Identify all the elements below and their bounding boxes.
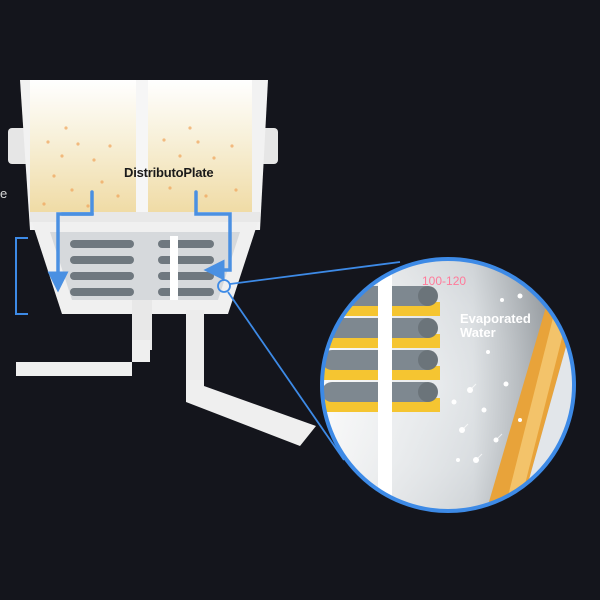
temperature-label: 100-120 <box>422 274 467 288</box>
side-bracket <box>15 237 28 315</box>
container-housing <box>8 80 278 230</box>
callout-lines <box>217 261 401 461</box>
compost-granules <box>42 126 238 208</box>
evaporated-water-label: Evaporated Water <box>460 312 550 340</box>
magnified-view <box>320 257 576 513</box>
evaporated-water-line1: Evaporated <box>460 311 531 326</box>
flow-arrows <box>47 190 232 293</box>
heating-coils <box>70 236 214 300</box>
drain-pipes <box>16 300 316 446</box>
distribution-plate <box>30 212 260 222</box>
cropped-edge-text: e <box>0 186 8 201</box>
evaporated-water-line2: Water <box>460 325 496 340</box>
distribution-plate-label: DistributoPlate <box>124 165 214 180</box>
